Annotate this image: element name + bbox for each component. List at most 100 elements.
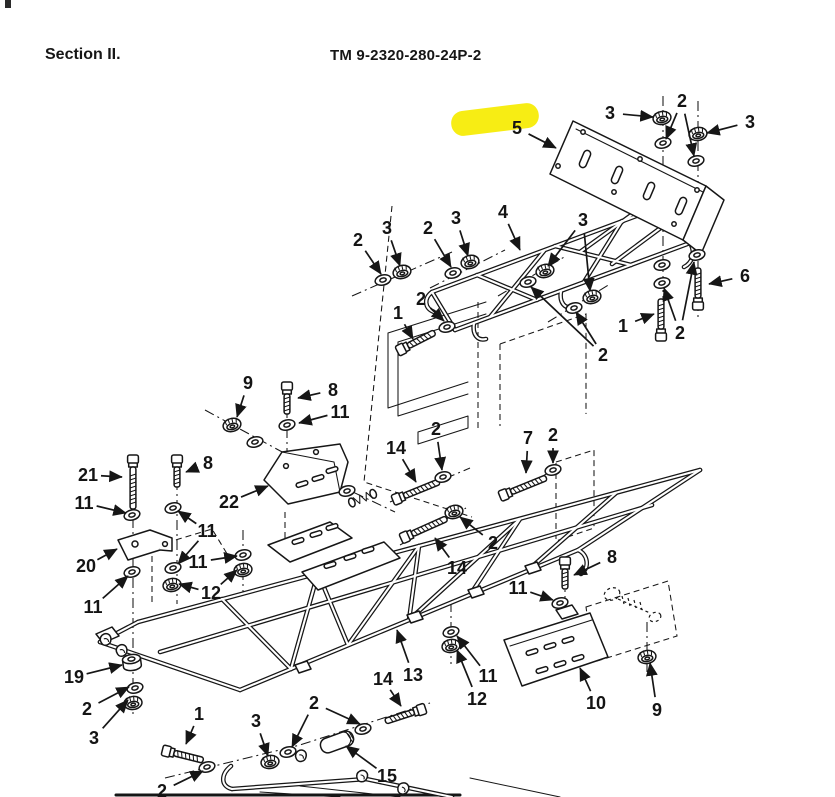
nut-icon bbox=[533, 261, 557, 281]
bolt-icon bbox=[383, 702, 428, 728]
callout-2[interactable]: 2 bbox=[81, 699, 93, 719]
nut-icon bbox=[259, 753, 281, 771]
washer-icon bbox=[373, 272, 393, 288]
bracket-22 bbox=[263, 443, 349, 505]
callout-1[interactable]: 1 bbox=[392, 303, 404, 323]
bolt-icon bbox=[170, 454, 184, 488]
washer-icon bbox=[163, 500, 183, 516]
callout-7[interactable]: 7 bbox=[522, 428, 534, 448]
callout-13[interactable]: 13 bbox=[402, 665, 424, 685]
callout-11[interactable]: 11 bbox=[330, 402, 350, 422]
callout-20[interactable]: 20 bbox=[75, 556, 97, 576]
callout-2[interactable]: 2 bbox=[352, 230, 364, 250]
callout-3[interactable]: 3 bbox=[450, 208, 462, 228]
callout-3[interactable]: 3 bbox=[381, 218, 393, 238]
callout-9[interactable]: 9 bbox=[242, 373, 254, 393]
washer-icon bbox=[233, 547, 253, 563]
callout-2[interactable]: 2 bbox=[308, 693, 320, 713]
washer-icon bbox=[686, 153, 706, 169]
callout-2[interactable]: 2 bbox=[156, 781, 168, 797]
callout-2[interactable]: 2 bbox=[597, 345, 609, 365]
washer-icon bbox=[652, 275, 672, 291]
washer-icon bbox=[278, 744, 298, 760]
callout-2[interactable]: 2 bbox=[430, 419, 442, 439]
nut-icon bbox=[636, 648, 658, 666]
nut-icon bbox=[458, 252, 482, 272]
callout-14[interactable]: 14 bbox=[446, 558, 468, 578]
bolt-icon bbox=[654, 298, 668, 342]
callout-1[interactable]: 1 bbox=[193, 704, 205, 724]
callout-3[interactable]: 3 bbox=[88, 728, 100, 748]
callout-3[interactable]: 3 bbox=[744, 112, 756, 132]
callout-12[interactable]: 12 bbox=[200, 583, 222, 603]
washer-icon bbox=[653, 135, 673, 151]
washer-icon bbox=[443, 265, 463, 281]
callout-15[interactable]: 15 bbox=[376, 766, 398, 786]
bolt-icon bbox=[280, 381, 294, 415]
callout-10[interactable]: 10 bbox=[585, 693, 607, 713]
callout-11[interactable]: 11 bbox=[508, 578, 528, 598]
callout-21[interactable]: 21 bbox=[77, 465, 99, 485]
callout-6[interactable]: 6 bbox=[739, 266, 751, 286]
callout-1[interactable]: 1 bbox=[617, 316, 629, 336]
callout-14[interactable]: 14 bbox=[372, 669, 394, 689]
callout-14[interactable]: 14 bbox=[385, 438, 407, 458]
callout-11[interactable]: 11 bbox=[478, 666, 498, 686]
washer-icon bbox=[564, 300, 584, 316]
nut-icon bbox=[390, 262, 414, 282]
bolt-icon bbox=[394, 326, 438, 358]
callout-2[interactable]: 2 bbox=[676, 91, 688, 111]
nut-icon bbox=[122, 694, 144, 712]
callout-11[interactable]: 11 bbox=[83, 597, 103, 617]
callout-3[interactable]: 3 bbox=[250, 711, 262, 731]
callout-12[interactable]: 12 bbox=[466, 689, 488, 709]
nut-icon bbox=[232, 561, 254, 579]
washer-icon bbox=[122, 507, 142, 523]
callout-19[interactable]: 19 bbox=[63, 667, 85, 687]
nut-icon bbox=[651, 109, 673, 127]
nut-icon bbox=[687, 125, 709, 143]
section-label: Section II. bbox=[45, 46, 121, 63]
bracket-20 bbox=[117, 529, 173, 561]
nut-icon bbox=[220, 415, 244, 435]
callout-8[interactable]: 8 bbox=[606, 547, 618, 567]
callout-2[interactable]: 2 bbox=[487, 533, 499, 553]
scan-artifact bbox=[5, 0, 11, 8]
washer-icon bbox=[125, 680, 145, 696]
callout-22[interactable]: 22 bbox=[218, 492, 240, 512]
callout-5-highlighted[interactable]: 5 bbox=[511, 118, 523, 138]
washer-icon bbox=[441, 624, 461, 640]
bolt-icon bbox=[160, 744, 206, 767]
clip-icon bbox=[355, 769, 369, 783]
nut-icon bbox=[440, 637, 462, 655]
washer-icon bbox=[122, 564, 142, 580]
phantom-hardware bbox=[603, 587, 662, 623]
callout-8[interactable]: 8 bbox=[202, 453, 214, 473]
washer-icon bbox=[163, 560, 183, 576]
callout-2[interactable]: 2 bbox=[674, 323, 686, 343]
plate-10 bbox=[503, 604, 609, 687]
callout-2[interactable]: 2 bbox=[415, 289, 427, 309]
callout-9[interactable]: 9 bbox=[651, 700, 663, 720]
washer-icon bbox=[543, 462, 563, 478]
sleeve-spacer-icon bbox=[317, 728, 357, 756]
callout-8[interactable]: 8 bbox=[327, 380, 339, 400]
washer-icon bbox=[433, 469, 453, 485]
bolt-icon bbox=[691, 267, 705, 311]
callout-3[interactable]: 3 bbox=[577, 210, 589, 230]
nut-icon bbox=[161, 576, 183, 594]
front-tube-16 bbox=[223, 766, 452, 797]
bolt-icon bbox=[390, 476, 443, 507]
washer-icon bbox=[437, 319, 457, 335]
bolt-icon bbox=[558, 556, 572, 590]
callout-2[interactable]: 2 bbox=[422, 218, 434, 238]
callout-11[interactable]: 11 bbox=[197, 521, 217, 541]
bolt-icon bbox=[497, 472, 550, 503]
callout-4[interactable]: 4 bbox=[497, 202, 509, 222]
callout-11[interactable]: 11 bbox=[74, 493, 94, 513]
callout-2[interactable]: 2 bbox=[547, 425, 559, 445]
callout-11[interactable]: 11 bbox=[188, 552, 208, 572]
callout-3[interactable]: 3 bbox=[604, 103, 616, 123]
